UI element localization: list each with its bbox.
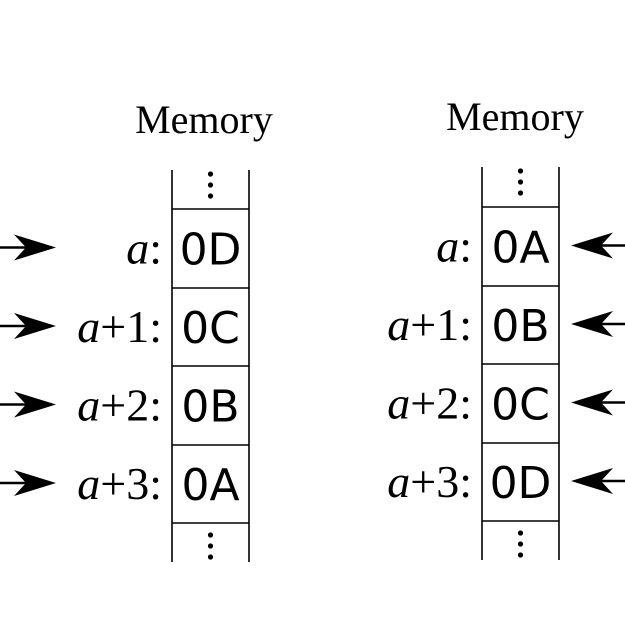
arrow-head <box>571 389 613 416</box>
memory-cell-value: 0A <box>181 460 239 511</box>
address-label: a+3: <box>77 458 162 509</box>
arrow-right-icon <box>0 313 56 339</box>
arrow-right-icon <box>0 391 56 418</box>
address-offset: +1: <box>410 299 472 350</box>
ellipsis-dot <box>207 543 214 549</box>
arrow-left-icon <box>571 389 625 416</box>
address-offset: +2: <box>410 378 472 429</box>
ellipsis-bottom <box>517 530 524 558</box>
ellipsis-dot <box>517 552 524 558</box>
ellipsis-dot <box>517 190 524 196</box>
ellipsis-dot <box>207 182 214 188</box>
address-offset: +2: <box>100 380 162 431</box>
address-variable: a <box>126 223 149 274</box>
memory-cell-value: 0C <box>181 303 240 354</box>
address-offset: +3: <box>100 458 162 509</box>
memory-cell-value: 0B <box>181 382 239 433</box>
ellipsis-bottom <box>207 532 214 560</box>
memory-cell-value: 0D <box>490 458 552 509</box>
address-variable: a <box>387 299 410 350</box>
arrow-right-icon <box>0 234 56 261</box>
address-offset: : <box>149 223 162 274</box>
address-offset: +3: <box>410 456 472 507</box>
ellipsis-dot <box>207 171 214 177</box>
address-label: a: <box>436 221 472 272</box>
address-variable: a <box>387 378 410 429</box>
arrow-left-icon <box>571 232 625 259</box>
memory-cell-value: 0D <box>180 225 242 276</box>
arrow-head <box>14 470 56 496</box>
arrow-left-icon <box>571 468 625 494</box>
address-variable: a <box>436 221 459 272</box>
address-label: a+3: <box>387 456 472 507</box>
memory-title: Memory <box>446 94 584 139</box>
ellipsis-dot <box>207 532 214 538</box>
arrow-left-icon <box>571 311 625 337</box>
ellipsis-dot <box>207 193 214 199</box>
ellipsis-dot <box>207 554 214 560</box>
ellipsis-dot <box>517 541 524 547</box>
arrow-head <box>14 234 56 261</box>
memory-title: Memory <box>135 97 273 142</box>
arrow-head <box>14 313 56 339</box>
memory-cell-value: 0B <box>491 301 549 352</box>
arrow-head <box>571 232 613 259</box>
memory-cell-value: 0C <box>491 380 550 431</box>
ellipsis-dot <box>517 168 524 174</box>
address-variable: a <box>77 458 100 509</box>
address-label: a+1: <box>387 299 472 350</box>
ellipsis-top <box>517 168 524 196</box>
ellipsis-top <box>207 171 214 199</box>
arrow-head <box>14 391 56 418</box>
address-label: a: <box>126 223 162 274</box>
address-variable: a <box>77 301 100 352</box>
address-variable: a <box>387 456 410 507</box>
arrow-head <box>571 468 613 494</box>
address-label: a+2: <box>77 380 162 431</box>
address-offset: +1: <box>100 301 162 352</box>
arrow-head <box>571 311 613 337</box>
arrow-right-icon <box>0 470 56 496</box>
address-offset: : <box>459 221 472 272</box>
address-label: a+1: <box>77 301 162 352</box>
address-variable: a <box>77 380 100 431</box>
address-label: a+2: <box>387 378 472 429</box>
ellipsis-dot <box>517 179 524 185</box>
ellipsis-dot <box>517 530 524 536</box>
memory-cell-value: 0A <box>491 223 549 274</box>
